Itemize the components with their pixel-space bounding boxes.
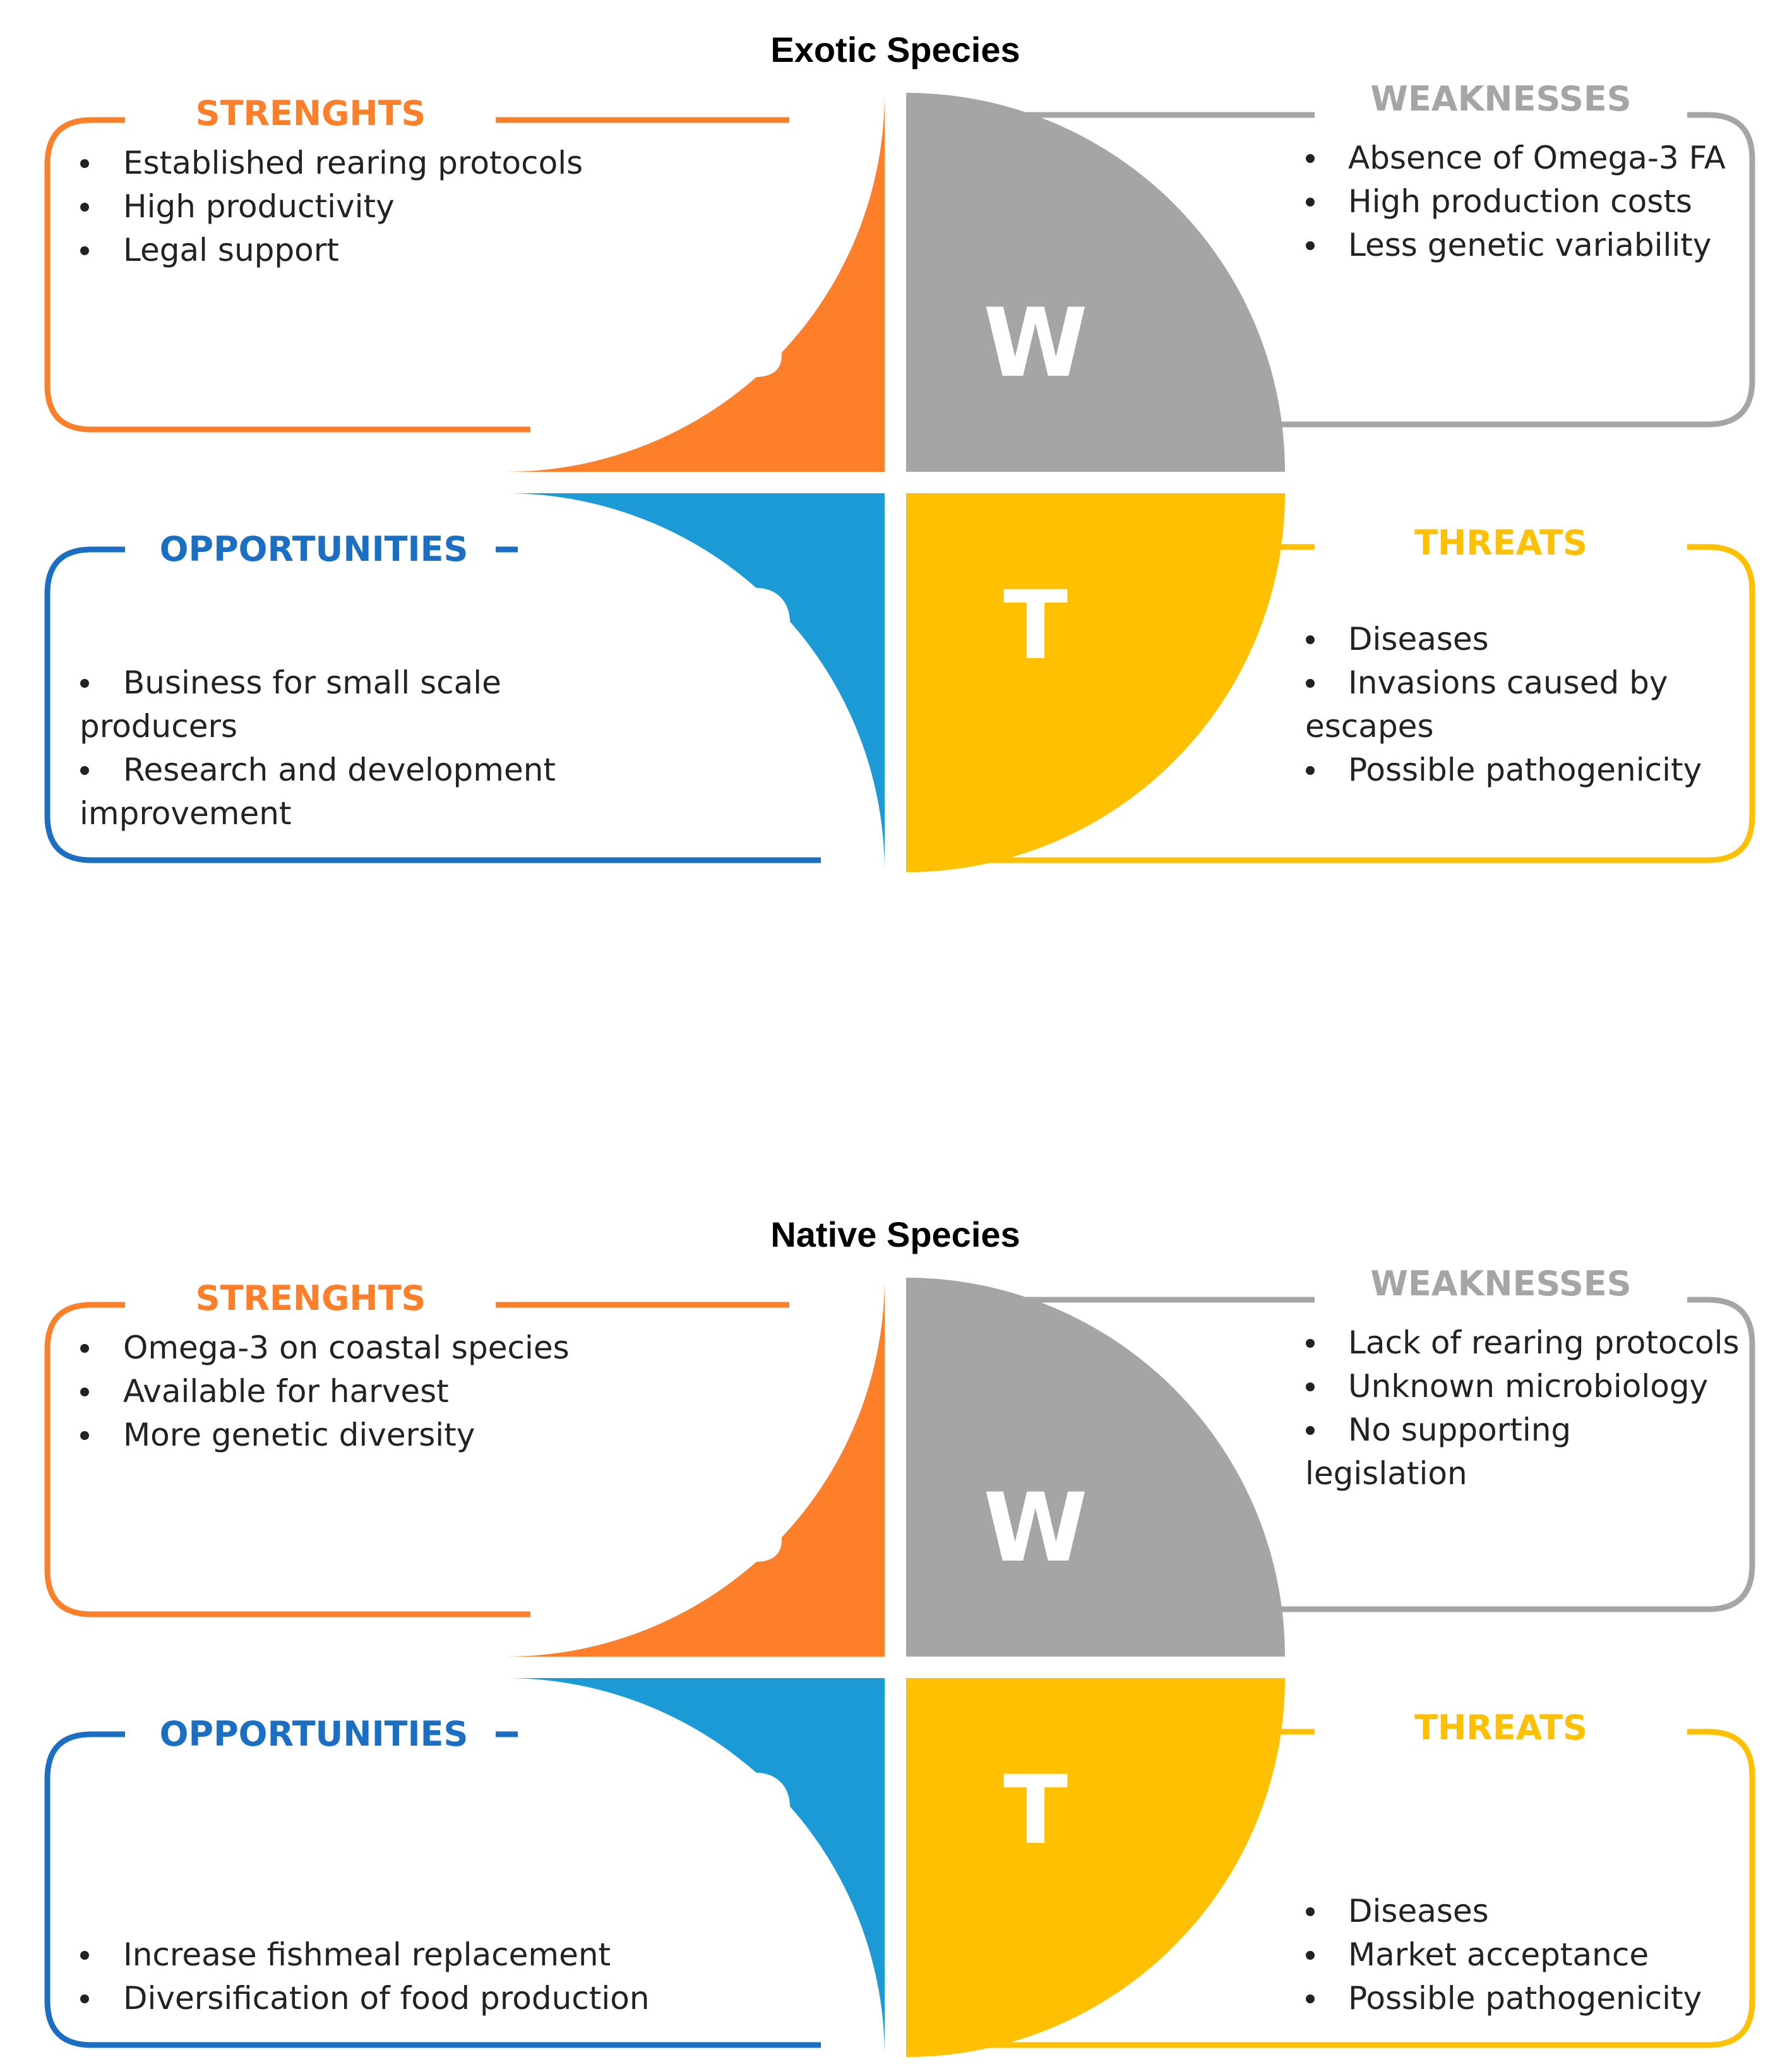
weaknesses-item: Less genetic variability (1348, 227, 1712, 263)
threats-frame (947, 1729, 1755, 2048)
weaknesses-item: No supporting (1348, 1412, 1571, 1448)
threats-quadrant (906, 1678, 1285, 2057)
bullet-icon (80, 246, 89, 255)
letter-s: S (720, 1473, 789, 1583)
opportunities-item: producers (80, 708, 237, 745)
bullet-icon (1306, 241, 1315, 250)
bullet-icon (1306, 635, 1315, 644)
letter-s: S (720, 289, 789, 399)
opportunities-item: Business for small scale (123, 664, 501, 701)
threats-item: Possible pathogenicity (1348, 752, 1702, 788)
bullet-icon (80, 203, 89, 212)
threats-item: Diseases (1348, 621, 1489, 657)
opportunities-item: Research and development (123, 752, 556, 788)
diagram-title: Exotic Species (770, 30, 1020, 69)
letter-o: O (714, 1756, 795, 1866)
opportunities-item: improvement (80, 795, 292, 832)
weaknesses-item: Absence of Omega-3 FA (1348, 140, 1726, 176)
opportunities-item: Increase fishmeal replacement (123, 1936, 611, 1973)
bullet-icon (80, 1388, 89, 1396)
bullet-icon (80, 1431, 89, 1440)
bullet-icon (1306, 1339, 1315, 1348)
bullet-icon (1306, 1907, 1315, 1916)
bullet-icon (1306, 1994, 1315, 2003)
letter-t: T (1003, 571, 1068, 681)
bullet-icon (80, 766, 89, 775)
weaknesses-frame (1263, 112, 1755, 428)
strengths-heading: STRENGHTS (196, 1278, 426, 1318)
bullet-icon (80, 1951, 89, 1960)
opportunities-frame (44, 1731, 821, 2048)
strengths-item: Omega-3 on coastal species (123, 1329, 570, 1366)
bullet-icon (1306, 1426, 1315, 1435)
letter-w: W (983, 1473, 1087, 1583)
threats-heading: THREATS (1414, 1708, 1587, 1748)
bullet-icon (1306, 1951, 1315, 1960)
strengths-quadrant (506, 1278, 885, 1657)
opportunities-quadrant (506, 493, 885, 872)
threats-quadrant (906, 493, 1285, 872)
bullet-icon (1306, 766, 1315, 775)
strengths-heading: STRENGHTS (196, 93, 426, 133)
strengths-frame (44, 117, 530, 433)
threats-item: Market acceptance (1348, 1936, 1649, 1973)
opportunities-quadrant (506, 1678, 885, 2057)
strengths-item: Legal support (123, 232, 339, 268)
weaknesses-item: Unknown microbiology (1348, 1368, 1708, 1405)
opportunities-item: Diversification of food production (123, 1980, 650, 2017)
strengths-item: Available for harvest (123, 1373, 449, 1410)
threats-heading: THREATS (1414, 523, 1587, 563)
threats-frame (947, 544, 1755, 863)
letter-t: T (1003, 1756, 1068, 1866)
bullet-icon (80, 1344, 89, 1353)
strengths-item: High productivity (123, 188, 395, 225)
weaknesses-quadrant (906, 93, 1285, 472)
bullet-icon (80, 679, 89, 688)
strengths-item: Established rearing protocols (123, 145, 583, 181)
weaknesses-item: legislation (1305, 1455, 1467, 1492)
bullet-icon (80, 159, 89, 168)
letter-w: W (983, 289, 1087, 399)
weaknesses-frame (1263, 1297, 1755, 1612)
weaknesses-heading: WEAKNESSES (1370, 1264, 1631, 1304)
threats-item: Diseases (1348, 1893, 1489, 1929)
opportunities-frame (44, 546, 821, 863)
strengths-item: More genetic diversity (123, 1417, 475, 1453)
bullet-icon (1306, 198, 1315, 207)
bullet-icon (80, 1994, 89, 2003)
opportunities-heading: OPPORTUNITIES (160, 529, 469, 569)
threats-item: escapes (1305, 708, 1434, 745)
strengths-frame (44, 1302, 530, 1617)
weaknesses-quadrant (906, 1278, 1285, 1657)
bullet-icon (1306, 154, 1315, 163)
letter-o: O (714, 571, 795, 681)
opportunities-heading: OPPORTUNITIES (160, 1714, 469, 1754)
bullet-icon (1306, 679, 1315, 688)
weaknesses-item: Lack of rearing protocols (1348, 1324, 1740, 1361)
bullet-icon (1306, 1382, 1315, 1391)
weaknesses-item: High production costs (1348, 183, 1692, 220)
diagram-title: Native Species (770, 1214, 1020, 1254)
strengths-quadrant (506, 93, 885, 472)
weaknesses-heading: WEAKNESSES (1370, 79, 1631, 119)
threats-item: Possible pathogenicity (1348, 1980, 1702, 2017)
threats-item: Invasions caused by (1348, 664, 1668, 701)
